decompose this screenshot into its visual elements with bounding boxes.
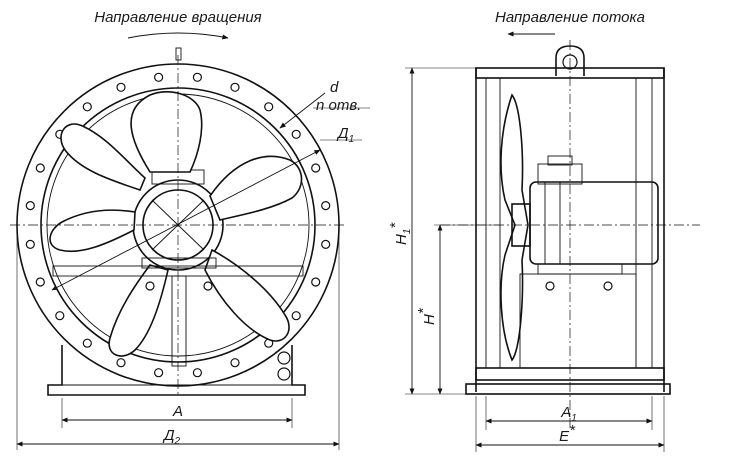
dimension-a1-label: A1	[560, 404, 577, 424]
blade-top	[130, 91, 203, 173]
dimension-h-label: H*	[415, 307, 438, 325]
bolt-hole	[230, 358, 240, 368]
bolt-hole	[35, 277, 45, 287]
bolt-hole	[192, 72, 202, 82]
ground-symbol-icon	[277, 351, 291, 365]
side-view: Направление потока	[387, 9, 700, 452]
bolt-hole	[25, 239, 35, 249]
bolt-hole	[264, 102, 274, 112]
top-stub	[175, 47, 182, 61]
front-base-frame	[47, 345, 306, 396]
hole-diameter-label: d	[330, 79, 339, 96]
bolt-hole	[55, 311, 65, 321]
rotation-direction-label: Направление вращения	[94, 9, 261, 26]
bolt-hole	[321, 239, 331, 249]
bolt-hole	[311, 277, 321, 287]
d1-label: Д1	[336, 125, 354, 145]
blade-bottom	[108, 264, 169, 357]
bolt-hole	[154, 368, 164, 378]
bolt-hole	[291, 129, 301, 139]
bolt-hole	[116, 358, 126, 368]
front-view: Направление вращения	[10, 9, 370, 450]
ground-symbol-icon-2	[277, 367, 291, 381]
motor-body	[529, 181, 659, 265]
blade-left	[49, 209, 136, 253]
motor-feet	[537, 263, 623, 275]
terminal-box	[537, 163, 583, 185]
bolt-hole	[291, 311, 301, 321]
support-post	[171, 275, 187, 367]
flow-direction-label: Направление потока	[495, 9, 645, 26]
bolt-hole	[311, 163, 321, 173]
dimension-e-label: E*	[559, 422, 576, 445]
side-base	[465, 383, 671, 395]
bolt-hole	[321, 201, 331, 211]
bolt-hole	[35, 163, 45, 173]
dimension-d2-label: Д2	[162, 427, 181, 447]
blade-right	[209, 155, 303, 221]
dimension-h1-label: H1*	[387, 222, 413, 245]
hole-count-label: n отв.	[316, 97, 361, 114]
bolt-hole	[192, 368, 202, 378]
bolt-hole	[82, 102, 92, 112]
bolt-hole	[154, 72, 164, 82]
d1-dimension-line	[51, 149, 321, 291]
bolt-hole	[25, 201, 35, 211]
bolt-hole	[116, 82, 126, 92]
bolt-hole	[82, 338, 92, 348]
blade-lower-right	[204, 248, 290, 342]
rotation-arrow	[127, 32, 229, 40]
bolt-hole	[230, 82, 240, 92]
motor-stand	[519, 273, 637, 369]
impeller-blades	[49, 91, 303, 357]
dimension-a-label: A	[172, 403, 183, 420]
side-blade	[500, 93, 529, 362]
